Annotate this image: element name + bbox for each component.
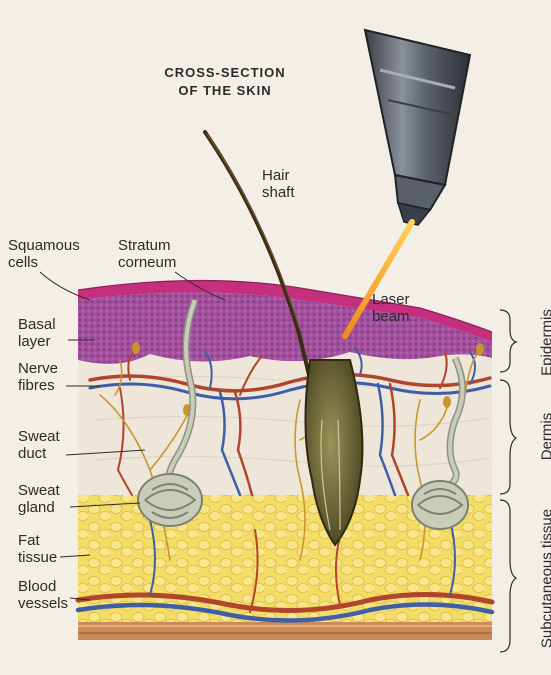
label-sweat-duct-line2: duct [18, 445, 60, 462]
label-fat-line1: Fat [18, 532, 57, 549]
label-squamous-cells: Squamous cells [8, 237, 80, 271]
label-blood-line2: vessels [18, 595, 68, 612]
label-laser-line1: Laser [372, 291, 410, 308]
label-blood-line1: Blood [18, 578, 68, 595]
label-nerve-fibres: Nerve fibres [18, 360, 58, 394]
muscle-layer [78, 622, 492, 640]
label-squamous-line2: cells [8, 254, 80, 271]
label-sweat-duct-line1: Sweat [18, 428, 60, 445]
label-epidermis: Epidermis [539, 293, 551, 393]
title-line-1: CROSS-SECTION [125, 64, 325, 82]
label-sweat-gland: Sweat gland [18, 482, 60, 516]
label-nerve-line1: Nerve [18, 360, 58, 377]
label-laser-beam: Laser beam [372, 291, 410, 325]
label-hair-shaft: Hair shaft [262, 167, 295, 201]
label-subcutaneous-tissue: Subcutaneous tissue [539, 484, 551, 674]
label-hair-shaft-line1: Hair [262, 167, 295, 184]
label-stratum-line1: Stratum [118, 237, 176, 254]
label-blood-vessels: Blood vessels [18, 578, 68, 612]
label-hair-shaft-line2: shaft [262, 184, 295, 201]
label-fat-line2: tissue [18, 549, 57, 566]
label-sweat-gland-line1: Sweat [18, 482, 60, 499]
label-basal-line2: layer [18, 333, 56, 350]
label-squamous-line1: Squamous [8, 237, 80, 254]
label-fat-tissue: Fat tissue [18, 532, 57, 566]
label-basal-line1: Basal [18, 316, 56, 333]
diagram-title: CROSS-SECTION OF THE SKIN [125, 64, 325, 100]
label-nerve-line2: fibres [18, 377, 58, 394]
label-stratum-line2: corneum [118, 254, 176, 271]
label-basal-layer: Basal layer [18, 316, 56, 350]
label-dermis: Dermis [539, 387, 551, 487]
title-line-2: OF THE SKIN [125, 82, 325, 100]
label-laser-line2: beam [372, 308, 410, 325]
label-stratum-corneum: Stratum corneum [118, 237, 176, 271]
label-sweat-gland-line2: gland [18, 499, 60, 516]
label-sweat-duct: Sweat duct [18, 428, 60, 462]
